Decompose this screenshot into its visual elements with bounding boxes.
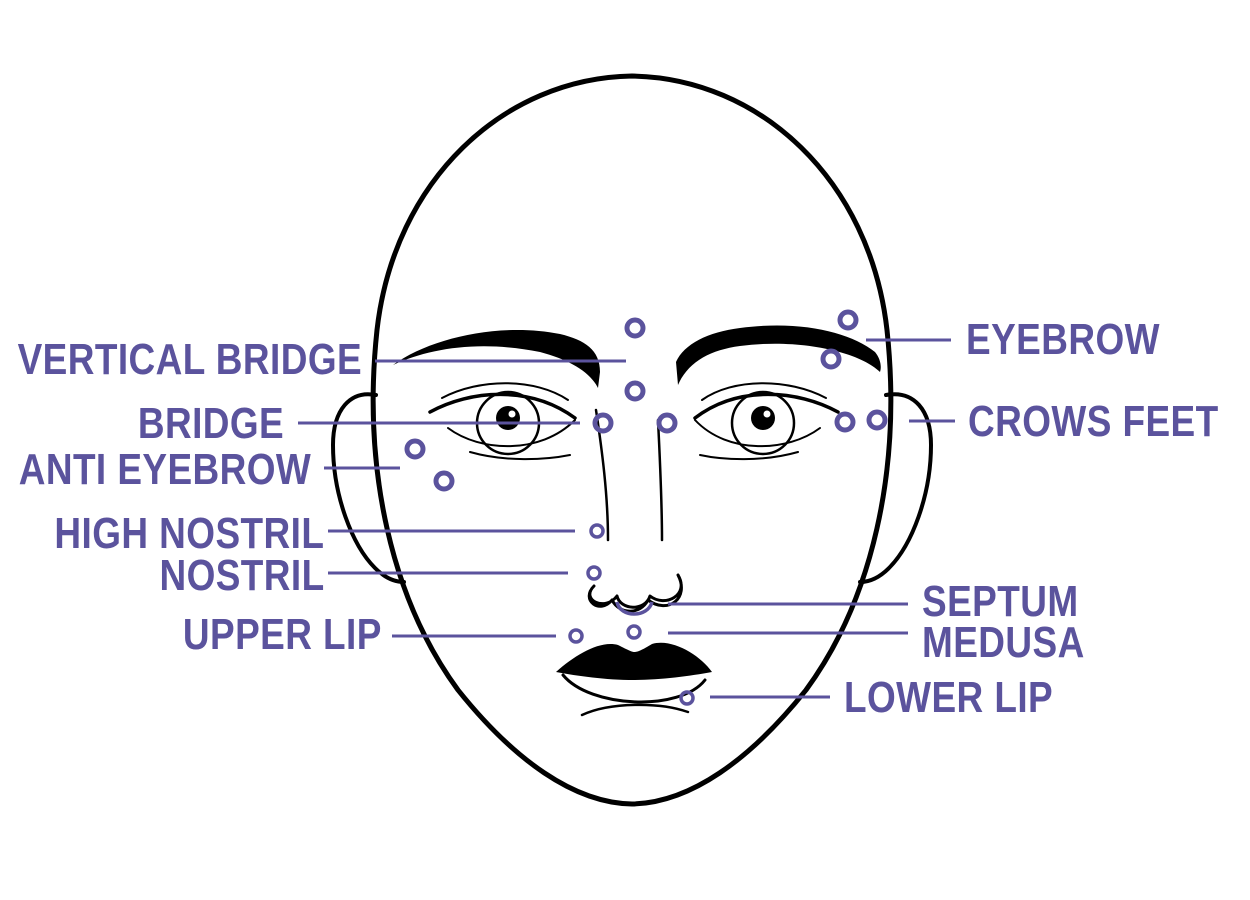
leader-lines — [298, 338, 955, 699]
ring-medusa — [626, 624, 642, 640]
label-crows-feet: CROWS FEET — [968, 397, 1219, 446]
ring-upper-lip — [568, 628, 584, 644]
ring-vertical-bridge-bottom — [624, 380, 646, 402]
ring-eyebrow-top — [837, 309, 859, 331]
label-nostril: NOSTRIL — [159, 551, 325, 600]
left-ear — [331, 392, 406, 584]
label-eyebrow: EYEBROW — [966, 315, 1160, 364]
ring-nostril — [586, 565, 602, 581]
lower-lip — [561, 673, 707, 704]
face-illustration — [331, 73, 933, 807]
right-ear — [858, 392, 933, 584]
ring-lower-lip — [679, 690, 695, 706]
right-eye-highlight — [763, 410, 771, 418]
ring-high-nostril — [589, 523, 605, 539]
nose-base — [587, 573, 683, 613]
right-eye-lower-lid — [694, 419, 821, 448]
upper-lip — [556, 642, 712, 680]
label-vertical-bridge: VERTICAL BRIDGE — [17, 335, 362, 384]
label-upper-lip: UPPER LIP — [183, 610, 382, 659]
label-medusa: MEDUSA — [922, 618, 1085, 667]
left-eye-upper-lid — [428, 392, 577, 420]
left-pupil — [496, 406, 520, 430]
right-eyebrow — [676, 325, 881, 385]
label-bridge: BRIDGE — [137, 399, 284, 448]
right-pupil — [751, 406, 775, 430]
ring-crows-feet-outer — [866, 409, 888, 431]
right-eye-crease — [701, 382, 827, 401]
label-septum: SEPTUM — [922, 577, 1079, 626]
ring-eyebrow-bottom — [820, 348, 842, 370]
right-eye-under — [699, 451, 799, 461]
ring-crows-feet-inner — [834, 411, 856, 433]
right-iris — [730, 390, 796, 456]
right-eye-upper-lid — [693, 392, 840, 420]
ring-septum — [615, 601, 654, 616]
label-high-nostril: HIGH NOSTRIL — [54, 509, 324, 558]
face-fills — [393, 325, 881, 680]
ring-bridge-right — [656, 412, 678, 434]
ring-bridge-left — [592, 412, 614, 434]
left-eye-under — [469, 451, 571, 461]
ring-anti-eyebrow-top — [404, 438, 426, 460]
left-eye-crease — [441, 382, 569, 401]
head-outline — [370, 73, 894, 807]
left-eye-highlight — [508, 410, 516, 418]
chin-crease — [580, 703, 690, 717]
ring-anti-eyebrow-bottom — [433, 470, 455, 492]
left-eye-lower-lid — [447, 419, 576, 448]
label-anti-eyebrow: ANTI EYEBROW — [18, 445, 311, 494]
piercing-markers — [404, 309, 888, 706]
left-eyebrow — [393, 329, 600, 388]
nose-left-side — [594, 408, 610, 542]
nose-right-side — [656, 418, 664, 542]
ring-vertical-bridge-top — [624, 317, 646, 339]
label-lower-lip: LOWER LIP — [844, 673, 1054, 722]
